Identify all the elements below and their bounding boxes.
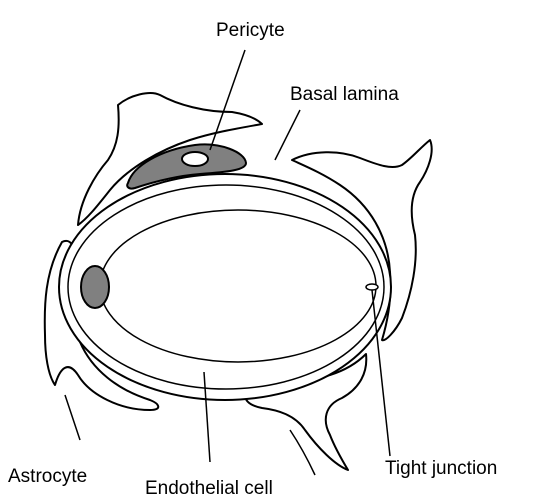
label-endothelial-cell: Endothelial cell <box>145 478 273 498</box>
tight-junction-marker <box>366 284 378 290</box>
endothelial-nucleus <box>81 266 109 308</box>
label-basal-lamina: Basal lamina <box>290 84 399 105</box>
basal-lamina-leader-line <box>275 110 300 160</box>
label-tight-junction: Tight junction <box>385 458 497 479</box>
astrocyte-process-line-left <box>65 395 80 440</box>
label-pericyte: Pericyte <box>216 20 285 41</box>
pericyte-nucleus <box>182 152 208 166</box>
pericyte-leader-line <box>210 50 245 150</box>
label-astrocyte: Astrocyte <box>8 466 87 487</box>
